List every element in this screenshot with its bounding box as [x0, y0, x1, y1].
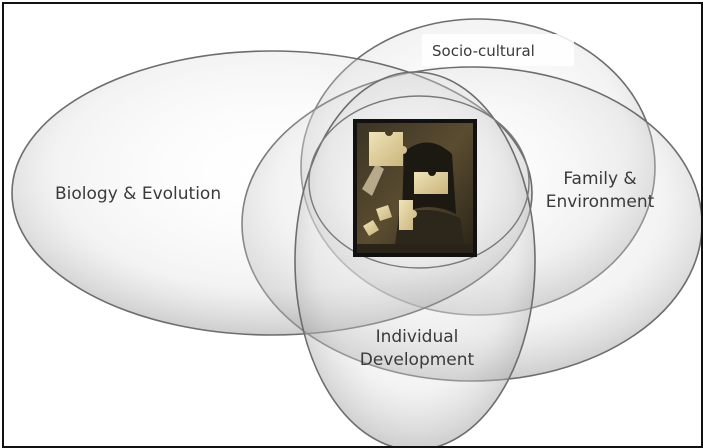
puzzle-portrait-icon [353, 119, 477, 257]
socio-cultural-label-box [422, 34, 574, 66]
biology-evolution-label: Biology & Evolution [55, 184, 221, 204]
family-environment-label-line2: Environment [546, 192, 655, 212]
individual-development-label-line1: Individual [376, 327, 459, 347]
socio-cultural-label: Socio-cultural [432, 42, 535, 60]
individual-development-label-line2: Development [360, 350, 475, 370]
family-environment-label-line1: Family & [563, 169, 636, 189]
center-ring [308, 95, 530, 269]
venn-diagram: Socio-cultural Biology & Evolution Famil… [11, 18, 701, 446]
